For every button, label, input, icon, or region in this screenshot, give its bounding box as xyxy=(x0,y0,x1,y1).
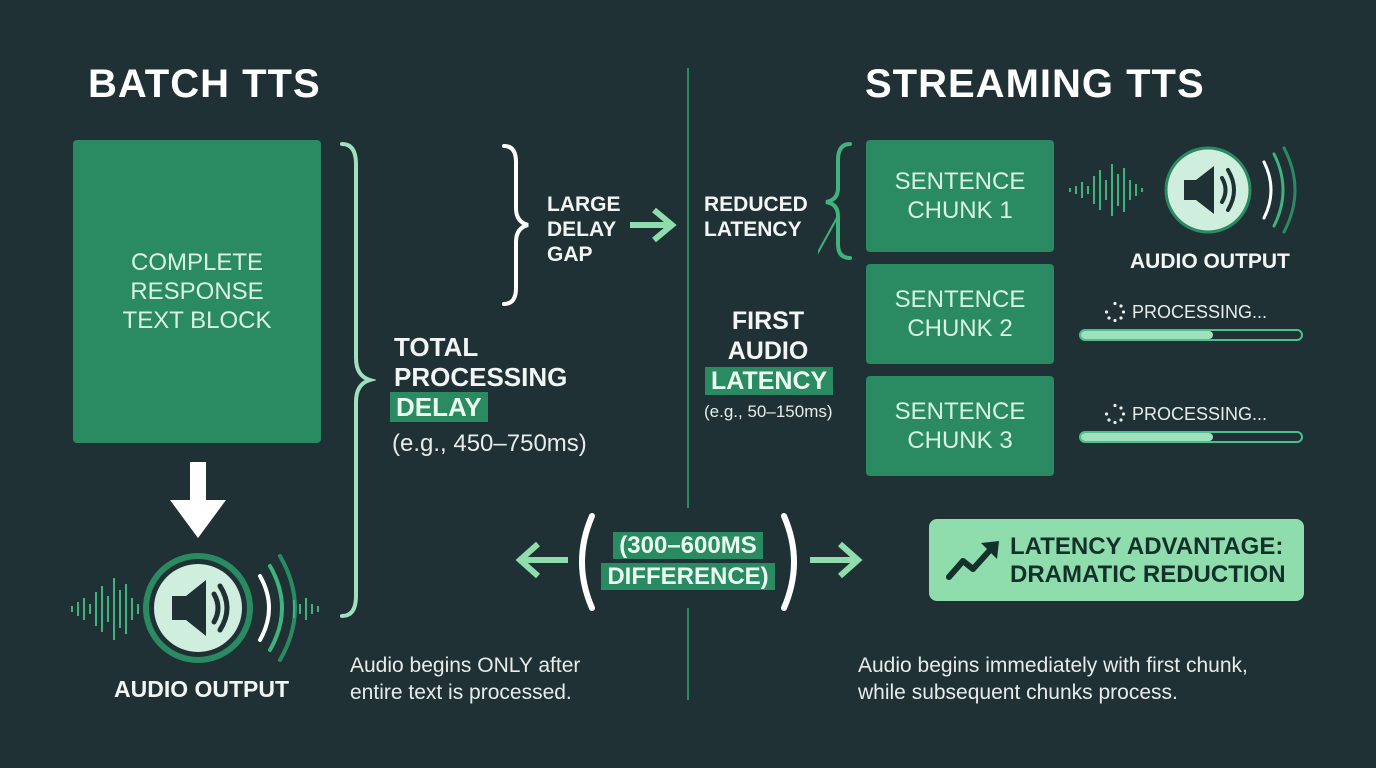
first-line: FIRST xyxy=(731,307,805,335)
batch-note-line-2: entire text is processed. xyxy=(350,681,572,704)
block-line-3: TEXT BLOCK xyxy=(122,307,272,334)
right-arrow-icon xyxy=(810,541,863,579)
trend-up-icon xyxy=(946,541,999,580)
left-paren xyxy=(579,513,595,611)
progress-bar-chunk-2 xyxy=(1079,329,1303,341)
first-audio-latency-label: FIRST AUDIO LATENCY xyxy=(705,306,834,396)
right-arrow-icon xyxy=(630,207,677,243)
streaming-latency-example: (e.g., 50–150ms) xyxy=(704,402,833,421)
streaming-title: STREAMING TTS xyxy=(865,62,1205,106)
batch-delay-example: (e.g., 450–750ms) xyxy=(392,430,587,457)
reduced-line: REDUCED xyxy=(704,193,808,216)
total-delay-bracket xyxy=(340,142,376,618)
progress-fill-chunk-2 xyxy=(1081,331,1213,339)
large-delay-gap-label: LARGE DELAY GAP xyxy=(547,192,621,267)
sentence-chunk-3: SENTENCE CHUNK 3 xyxy=(866,376,1054,476)
streaming-speaker-group xyxy=(1069,146,1297,234)
chunk-1-line-2: CHUNK 1 xyxy=(907,197,1013,224)
latency-line: LATENCY xyxy=(704,218,802,241)
sentence-chunk-1: SENTENCE CHUNK 1 xyxy=(866,140,1054,252)
left-arrow-icon xyxy=(515,541,568,579)
total-line: TOTAL xyxy=(394,332,479,362)
advantage-line-1: LATENCY ADVANTAGE: xyxy=(1010,533,1284,560)
down-arrow-icon xyxy=(170,462,226,538)
batch-speaker-group xyxy=(71,553,319,663)
batch-note: Audio begins ONLY after entire text is p… xyxy=(350,652,580,706)
center-divider-bottom xyxy=(687,608,689,700)
chunk-2-line-2: CHUNK 2 xyxy=(907,315,1013,342)
processing-label-2: PROCESSING... xyxy=(1132,404,1268,424)
speaker-icon xyxy=(172,580,206,636)
center-divider-top xyxy=(687,68,689,508)
chunk-3-line-1: SENTENCE xyxy=(894,398,1026,425)
batch-audio-label: AUDIO OUTPUT xyxy=(114,676,290,702)
streaming-note-line-2: while subsequent chunks process. xyxy=(858,681,1178,704)
delay-highlight: DELAY xyxy=(390,392,488,422)
chunk-1-line-1: SENTENCE xyxy=(894,168,1026,195)
processing-label-1: PROCESSING... xyxy=(1132,302,1268,322)
gap-line-3: GAP xyxy=(547,243,593,266)
batch-title: BATCH TTS xyxy=(88,62,321,106)
progress-bar-chunk-3 xyxy=(1079,431,1303,443)
sentence-chunk-2: SENTENCE CHUNK 2 xyxy=(866,264,1054,364)
block-line-2: RESPONSE xyxy=(130,278,264,305)
speaker-icon xyxy=(1184,166,1214,214)
spinner-icon xyxy=(1104,301,1126,323)
difference-callout: (300–600ms DIFFERENCE) xyxy=(592,530,784,592)
chunk-3-line-2: CHUNK 3 xyxy=(907,427,1013,454)
audio-line: AUDIO xyxy=(727,337,809,365)
streaming-note-line-1: Audio begins immediately with first chun… xyxy=(858,654,1248,677)
reduced-latency-label: REDUCED LATENCY xyxy=(704,192,808,242)
processing-line: PROCESSING xyxy=(394,362,568,392)
block-line-1: COMPLETE xyxy=(130,249,264,276)
chunk1-brace xyxy=(818,142,852,260)
streaming-note: Audio begins immediately with first chun… xyxy=(858,652,1248,706)
latency-advantage-box: LATENCY ADVANTAGE: DRAMATIC REDUCTION xyxy=(929,519,1304,601)
advantage-line-2: DRAMATIC REDUCTION xyxy=(1010,561,1286,588)
chunk-2-line-1: SENTENCE xyxy=(894,286,1026,313)
complete-response-block: COMPLETE RESPONSE TEXT BLOCK xyxy=(73,140,321,443)
right-paren xyxy=(781,513,797,611)
streaming-audio-label: AUDIO OUTPUT xyxy=(1130,250,1290,273)
batch-note-line-1: Audio begins ONLY after xyxy=(350,654,581,677)
difference-line-1: (300–600ms xyxy=(613,532,763,559)
latency-highlight: LATENCY xyxy=(705,367,834,395)
total-delay-label: TOTAL PROCESSING DELAY xyxy=(390,332,568,422)
waveform-right-icon xyxy=(1069,164,1143,216)
gap-brace xyxy=(502,144,529,306)
spinner-icon xyxy=(1104,403,1126,425)
gap-line-2: DELAY xyxy=(547,218,617,241)
progress-fill-chunk-3 xyxy=(1081,433,1213,441)
waveform-left-icon xyxy=(71,578,139,640)
difference-line-2: DIFFERENCE) xyxy=(601,563,775,590)
gap-line-1: LARGE xyxy=(547,193,621,216)
